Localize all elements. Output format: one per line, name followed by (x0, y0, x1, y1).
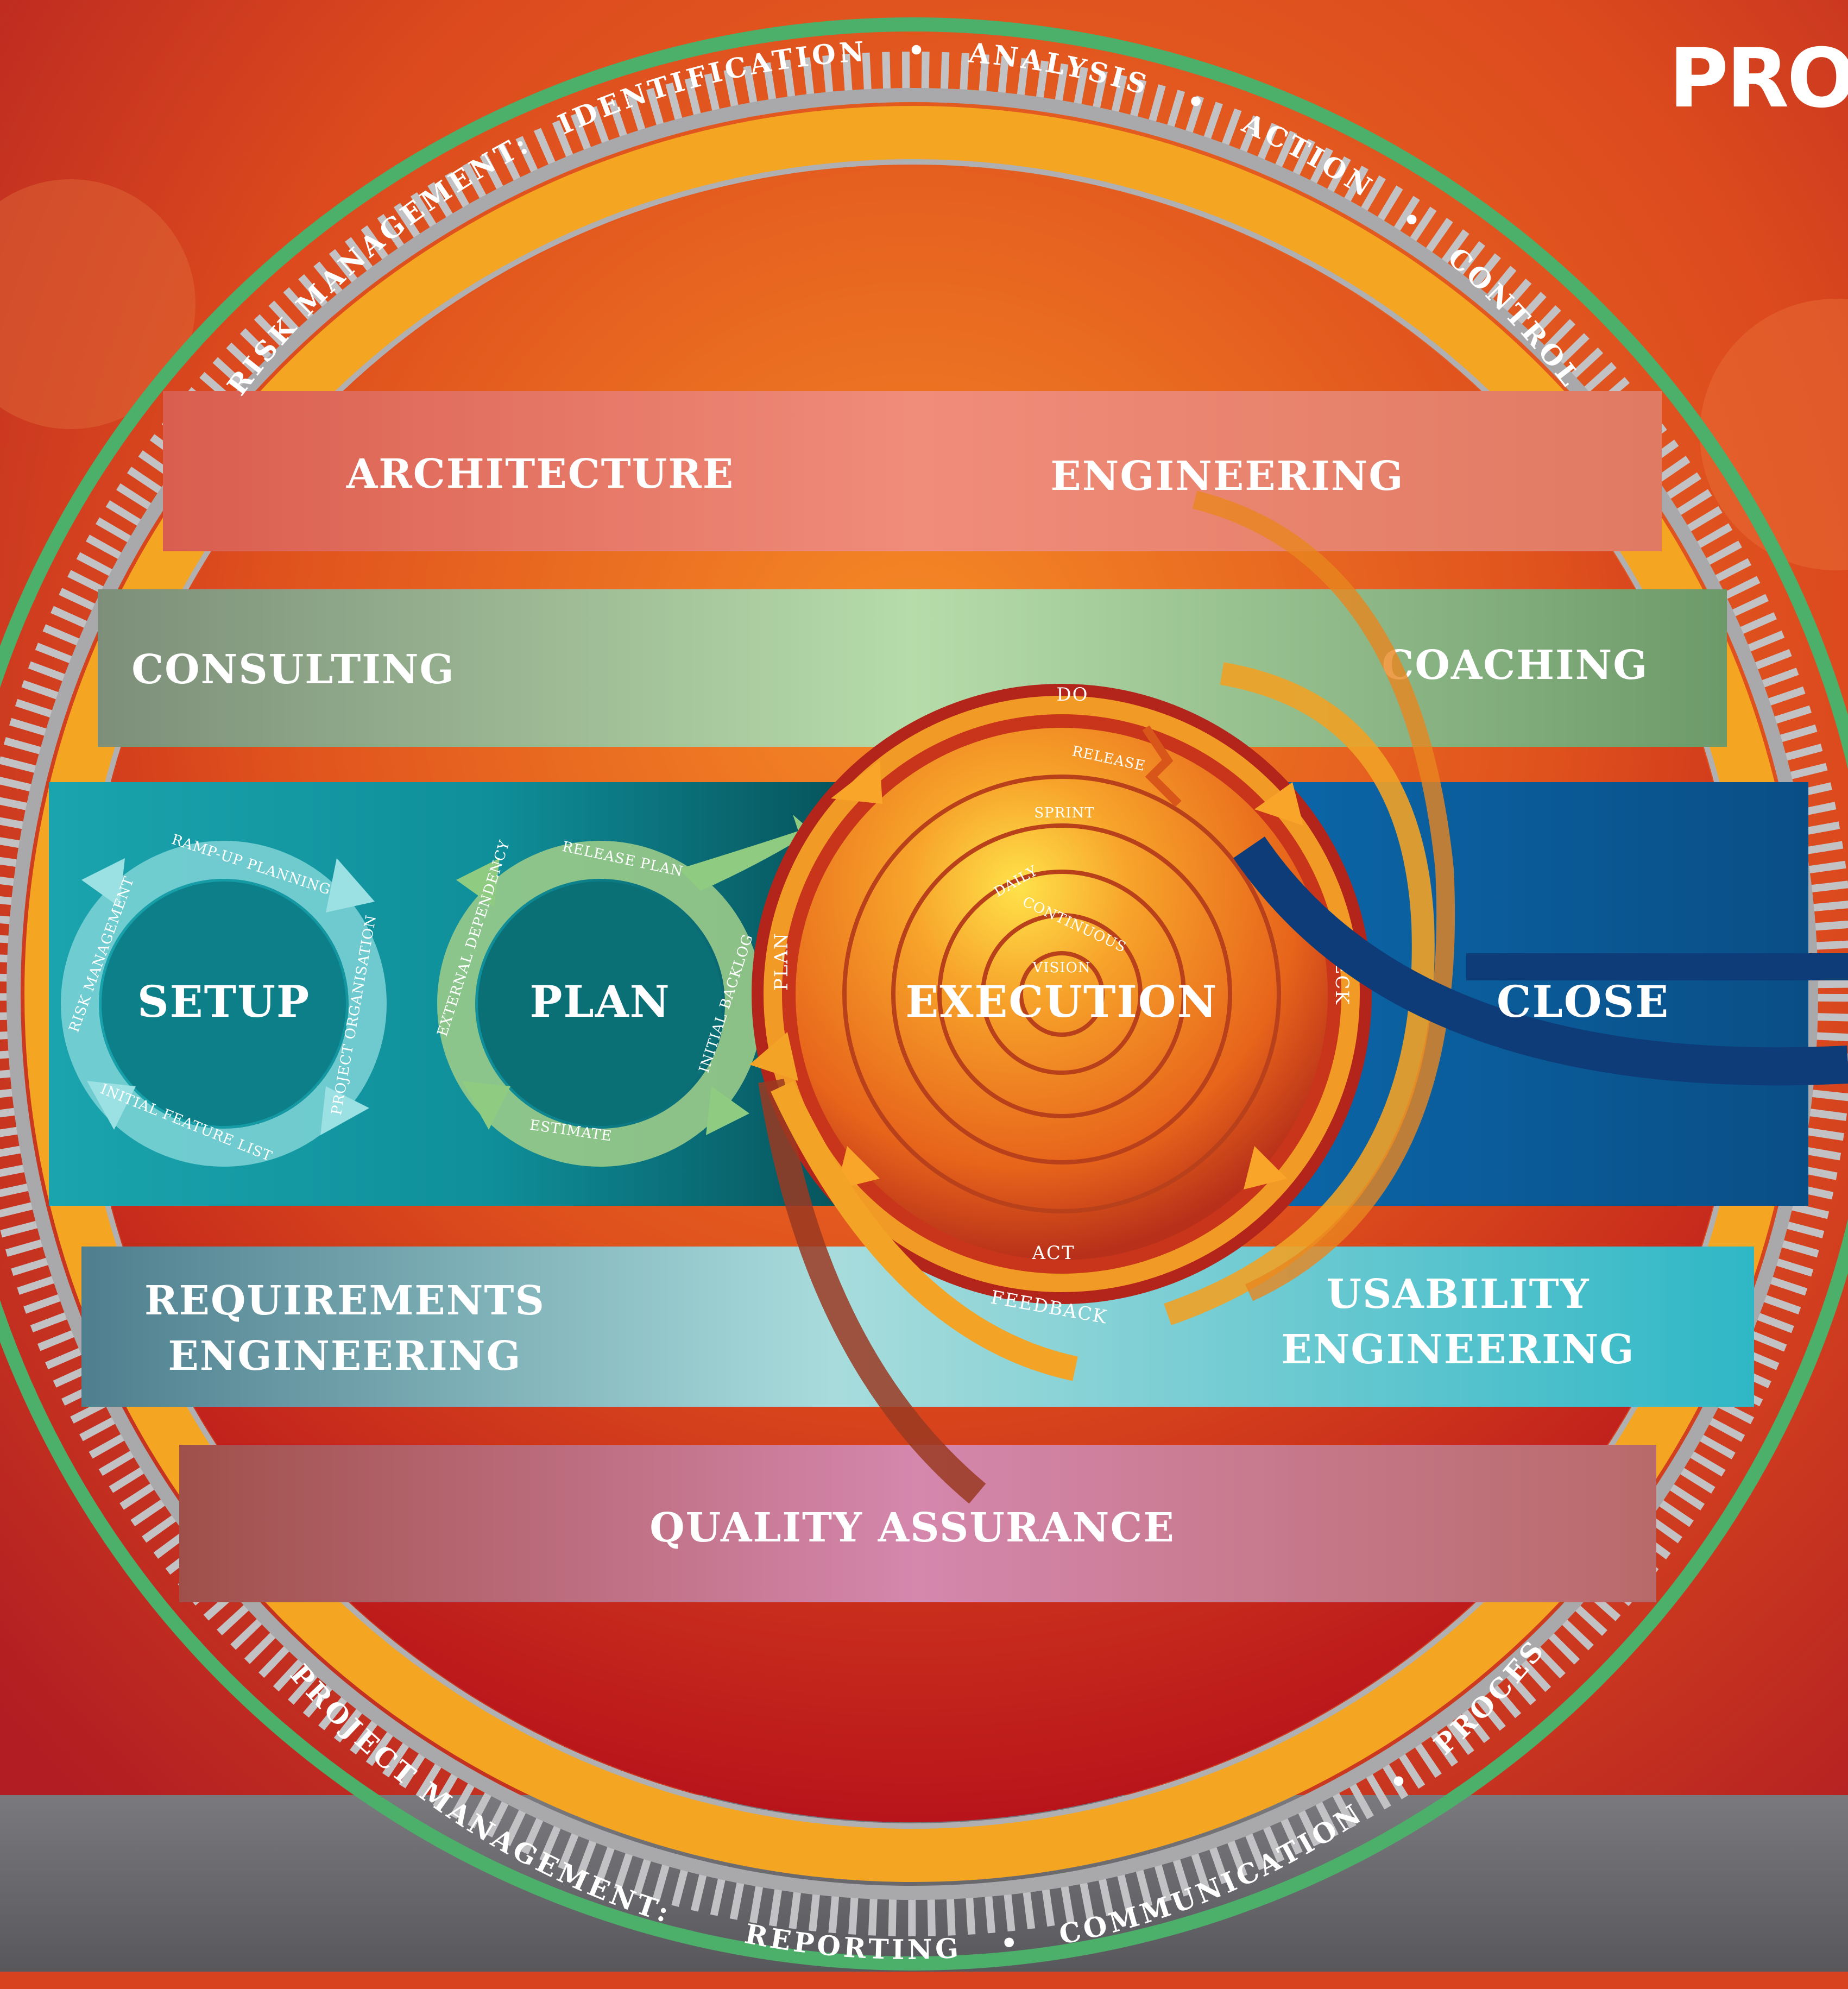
quality-band (179, 1445, 1656, 1602)
spiral-ring-release (842, 775, 1281, 1213)
plan-label: PLAN (529, 976, 671, 1027)
setup-arrow-icon (320, 1086, 369, 1135)
pdca-do-label: DO (1056, 684, 1088, 706)
spiral-ring-daily (937, 870, 1186, 1118)
pdca-arrow-icon (836, 1146, 880, 1189)
engineering-label: ENGINEERING (1050, 453, 1404, 500)
plan-cycle-core (478, 882, 722, 1126)
setup-arrow-icon (87, 1081, 136, 1130)
pdca-arrow-icon (831, 760, 882, 804)
execution-core (796, 728, 1328, 1260)
setup-arrow-icon (326, 858, 375, 912)
feedback-arrowhead-icon (749, 1032, 798, 1081)
consulting-band (98, 589, 1727, 747)
quality-assurance-label: QUALITY ASSURANCE (649, 1505, 1175, 1551)
setup-cycle: RAMP-UP PLANNING PROJECT ORGANISATION IN… (61, 832, 387, 1167)
pdca-plan-label: PLAN (771, 932, 792, 991)
spiral-vision-label: VISION (1032, 960, 1090, 976)
spiral-sprint-label: SPRINT (1034, 805, 1094, 821)
setup-label: SETUP (137, 976, 310, 1027)
execution-label: EXECUTION (905, 976, 1218, 1027)
gear-rim (7, 88, 1818, 1900)
coaching-label: COACHING (1382, 642, 1648, 689)
spiral-ring-sprint (891, 823, 1232, 1165)
setup-cycle-core (102, 882, 346, 1126)
gear-teeth (0, 52, 1848, 1936)
pdca-act-label: ACT (1031, 1242, 1075, 1264)
setup-cycle-ring (61, 841, 387, 1167)
pdca-arrow-icon (1244, 1146, 1287, 1189)
close-flow-arrow-icon (1233, 836, 1848, 1086)
usability-label-line1: USABILITY (1326, 1271, 1590, 1318)
plan-arrow-icon (462, 1081, 510, 1130)
usability-label-line2: ENGINEERING (1281, 1326, 1635, 1373)
plan-arrow-icon (456, 858, 500, 907)
spiral-ring-continuous (981, 913, 1143, 1075)
architecture-band (163, 391, 1662, 551)
swirl-arrow-icon (1164, 662, 1435, 1325)
plan-cycle-ring (437, 841, 763, 1167)
bottom-strip (0, 1972, 1848, 1987)
spiral-step-icon (1142, 725, 1182, 807)
corner-title: PRO (1669, 38, 1848, 119)
consulting-label: CONSULTING (131, 646, 455, 693)
plan-cycle: RELEASE PLAN INITIAL BACKLOG ESTIMATE EX… (434, 815, 815, 1167)
feedback-arrow-icon (771, 1081, 1078, 1381)
spiral-ring-vision (1019, 951, 1105, 1037)
pdca-arrow-icon (1254, 782, 1303, 826)
background-gear-right (1700, 299, 1848, 570)
requirements-label-line2: ENGINEERING (168, 1333, 521, 1380)
swirl-arrow-icon (1192, 490, 1455, 1301)
plan-arrow-icon (706, 1086, 749, 1135)
setup-arrow-icon (81, 858, 125, 907)
requirements-label-line1: REQUIREMENTS (144, 1277, 545, 1324)
background-gear-left (0, 179, 195, 429)
feedback-arrow-icon (758, 1079, 986, 1504)
outer-green-arc (0, 17, 1848, 1971)
plan-release-arrow-icon (679, 815, 815, 891)
close-label: CLOSE (1497, 976, 1669, 1027)
architecture-label: ARCHITECTURE (346, 451, 734, 498)
execution-cycle: DO CHECK ACT PLAN RELEASE SPRINT DAILY C… (752, 684, 1372, 1304)
